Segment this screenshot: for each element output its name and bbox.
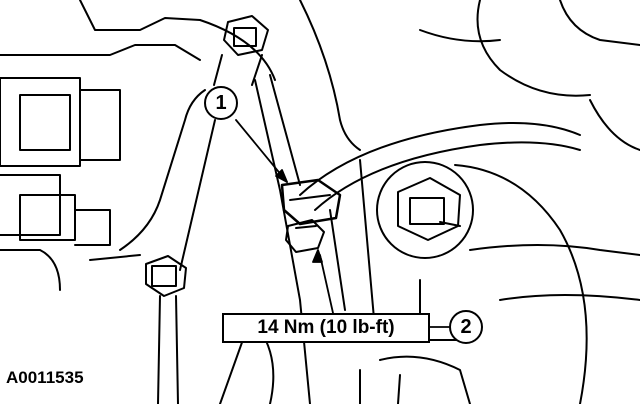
torque-spec-box: 14 Nm (10 lb-ft)	[222, 313, 430, 343]
sensor-connector	[280, 178, 342, 253]
center-bracket	[219, 74, 376, 404]
pulley-housing	[359, 164, 640, 404]
leader-lines	[235, 119, 450, 328]
top-bolt	[213, 15, 269, 86]
vacuum-hose	[299, 121, 581, 211]
callout-2-number: 2	[460, 315, 472, 338]
callout-1: 1	[204, 86, 238, 120]
engine-block-outline	[0, 0, 640, 151]
right-bolt	[376, 161, 474, 259]
figure-id: A0011535	[6, 368, 84, 387]
left-bracket-assembly	[0, 77, 216, 291]
lower-bolt	[145, 255, 187, 404]
torque-spec-text: 14 Nm (10 lb-ft)	[257, 317, 395, 338]
arrowhead-2	[312, 249, 323, 263]
callout-1-number: 1	[215, 91, 227, 114]
callout-2: 2	[449, 310, 483, 344]
arrowhead-1	[275, 169, 288, 183]
